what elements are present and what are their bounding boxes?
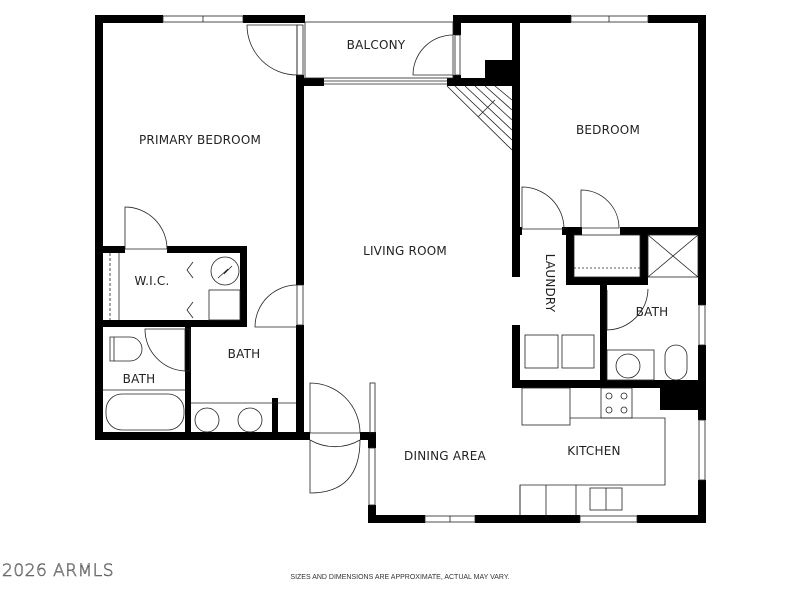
label-dining-area: DINING AREA (404, 449, 487, 463)
fixtures (103, 15, 706, 523)
copyright-watermark: 2026 ARMLS (2, 561, 115, 582)
label-bedroom: BEDROOM (576, 123, 640, 137)
room-labels: PRIMARY BEDROOM BALCONY BEDROOM LIVING R… (123, 38, 669, 463)
label-wic: W.I.C. (134, 274, 169, 288)
disclaimer-text: SIZES AND DIMENSIONS ARE APPROXIMATE, AC… (290, 574, 510, 581)
label-laundry: LAUNDRY (543, 254, 557, 313)
label-bath-left: BATH (123, 372, 156, 386)
walls (95, 15, 706, 523)
label-kitchen: KITCHEN (567, 444, 620, 458)
label-bath-right: BATH (636, 305, 669, 319)
label-primary-bedroom: PRIMARY BEDROOM (139, 133, 261, 147)
label-balcony: BALCONY (347, 38, 406, 52)
label-primary-bath: BATH (228, 347, 261, 361)
label-living-room: LIVING ROOM (363, 244, 447, 258)
